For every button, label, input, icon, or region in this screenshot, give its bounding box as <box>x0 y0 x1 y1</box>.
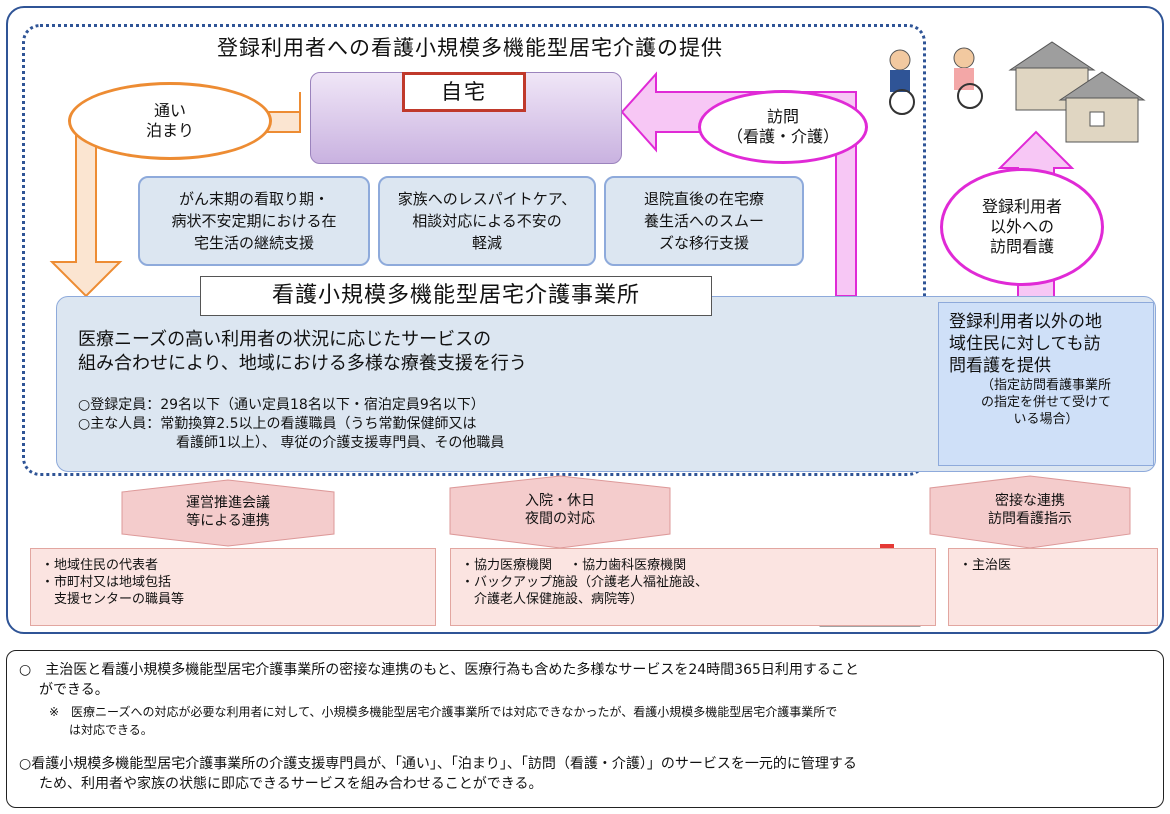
home-label: 自宅 <box>402 72 526 112</box>
support-box-3-line3: ズな移行支援 <box>658 234 749 252</box>
oval-visit-line2: （看護・介護） <box>726 127 839 146</box>
outside-box-note3: いる場合） <box>1013 412 1079 427</box>
note-2-line1: ※ 医療ニーズへの対応が必要な利用者に対して、小規模多機能型居宅介護事業所では対… <box>49 705 838 719</box>
community-line3: 支援センターの職員等 <box>41 592 185 607</box>
support-box-1-line1: がん末期の看取り期・ <box>178 190 329 208</box>
support-box-terminal-care: がん末期の看取り期・ 病状不安定期における在 宅生活の継続支援 <box>138 176 370 266</box>
support-box-1-line3: 宅生活の継続支援 <box>193 234 314 252</box>
oval-visit: 訪問 （看護・介護） <box>698 90 868 164</box>
note-1-line2: ができる。 <box>39 682 109 698</box>
oval-outside-line2: 以外への <box>989 217 1054 236</box>
oval-outside-line3: 訪問看護 <box>989 237 1054 256</box>
wheelchair-people-icon <box>889 47 983 115</box>
arrow-label-doctor: 密接な連携 訪問看護指示 <box>950 492 1110 528</box>
diagram-frame <box>6 6 1164 634</box>
arrow-1-line1: 運営推進会議 <box>186 495 270 511</box>
note-3-line1: ○看護小規模多機能型居宅介護事業所の介護支援専門員が、「通い」、「泊まり」、「訪… <box>19 756 857 772</box>
main-title: 登録利用者への看護小規模多機能型居宅介護の提供 <box>217 36 723 60</box>
note-3-line2: ため、利用者や家族の状態に即応できるサービスを組み合わせることができる。 <box>39 776 543 792</box>
outside-box-line2: 域住民に対しても訪 <box>949 334 1101 354</box>
arrow-label-committee: 運営推進会議 等による連携 <box>148 494 308 530</box>
arrow-3-line1: 密接な連携 <box>995 493 1065 509</box>
oval-day-stay-line2: 泊まり <box>145 121 194 140</box>
support-box-2-line3: 軽減 <box>471 234 502 252</box>
facility-title: 看護小規模多機能型居宅介護事業所 <box>200 276 712 316</box>
support-box-2-line1: 家族へのレスパイトケア、 <box>397 190 577 208</box>
outside-box-line1: 登録利用者以外の地 <box>949 312 1102 332</box>
oval-day-stay: 通い 泊まり <box>68 82 272 160</box>
note-1-line1: ○ 主治医と看護小規模多機能型居宅介護事業所の密接な連携のもと、医療行為も含めた… <box>19 662 859 678</box>
support-box-3-line2: 養生活へのスムー <box>643 212 764 230</box>
oval-outside-line1: 登録利用者 <box>981 197 1062 216</box>
facility-info: ○登録定員：29名以下（通い定員18名以下・宿泊定員9名以下） ○主な人員：常勤換… <box>78 396 504 453</box>
medical-line1: ・協力医療機関 ・協力歯科医療機関 <box>461 558 687 573</box>
arrow-3-line2: 訪問看護指示 <box>988 511 1072 527</box>
arrow-label-hospital: 入院・休日 夜間の対応 <box>480 492 640 528</box>
double-arrow-left-wide <box>121 479 335 547</box>
support-box-1-line2: 病状不安定期における在 <box>171 212 337 230</box>
medical-line2: ・バックアップ施設（介護老人福祉施設、 <box>461 575 709 590</box>
note-2-line2: は対応できる。 <box>69 723 153 737</box>
partner-box-medical: ・協力医療機関 ・協力歯科医療機関 ・バックアップ施設（介護老人福祉施設、 介護… <box>450 548 936 626</box>
neighborhood-houses-icon <box>1008 41 1146 143</box>
facility-info-line2: ○主な人員：常勤換算2.5以上の看護職員（うち常勤保健師又は <box>78 416 477 432</box>
doctor-line1: ・主治医 <box>959 558 1012 573</box>
facility-description: 医療ニーズの高い利用者の状況に応じたサービスの 組み合わせにより、地域における多… <box>78 328 527 376</box>
outside-box-line3: 問看護を提供 <box>949 356 1051 376</box>
facility-info-line1: ○登録定員：29名以下（通い定員18名以下・宿泊定員9名以下） <box>78 397 485 413</box>
arrow-1-line2: 等による連携 <box>186 513 270 529</box>
partner-box-doctor: ・主治医 <box>948 548 1158 626</box>
support-box-2-line2: 相談対応による不安の <box>412 212 562 230</box>
facility-text-line2: 組み合わせにより、地域における多様な療養支援を行う <box>78 353 527 374</box>
registered-users-area <box>22 24 926 476</box>
oval-outside-visit: 登録利用者 以外への 訪問看護 <box>940 168 1104 286</box>
oval-day-stay-line1: 通い <box>153 101 186 120</box>
medical-line3: 介護老人保健施設、病院等） <box>461 592 644 607</box>
outside-box-note2: の指定を併せて受けて <box>980 395 1111 410</box>
outside-box-note1: （指定訪問看護事業所 <box>980 378 1111 393</box>
support-box-discharge: 退院直後の在宅療 養生活へのスムー ズな移行支援 <box>604 176 804 266</box>
outside-users-box: 登録利用者以外の地 域住民に対しても訪 問看護を提供 （指定訪問看護事業所 の指… <box>938 302 1154 466</box>
notes-box: ○ 主治医と看護小規模多機能型居宅介護事業所の密接な連携のもと、医療行為も含めた… <box>6 650 1164 808</box>
oval-visit-line1: 訪問 <box>766 107 799 126</box>
arrow-2-line1: 入院・休日 <box>525 493 595 509</box>
community-line1: ・地域住民の代表者 <box>41 558 159 573</box>
partner-box-community: ・地域住民の代表者 ・市町村又は地域包括 支援センターの職員等 <box>30 548 436 626</box>
community-line2: ・市町村又は地域包括 <box>41 575 172 590</box>
support-box-3-line1: 退院直後の在宅療 <box>643 190 764 208</box>
arrow-2-line2: 夜間の対応 <box>525 511 595 527</box>
facility-info-line3: 看護師1以上）、 専従の介護支援専門員、その他職員 <box>78 435 505 451</box>
facility-text-line1: 医療ニーズの高い利用者の状況に応じたサービスの <box>78 329 492 350</box>
support-box-respite: 家族へのレスパイトケア、 相談対応による不安の 軽減 <box>378 176 596 266</box>
